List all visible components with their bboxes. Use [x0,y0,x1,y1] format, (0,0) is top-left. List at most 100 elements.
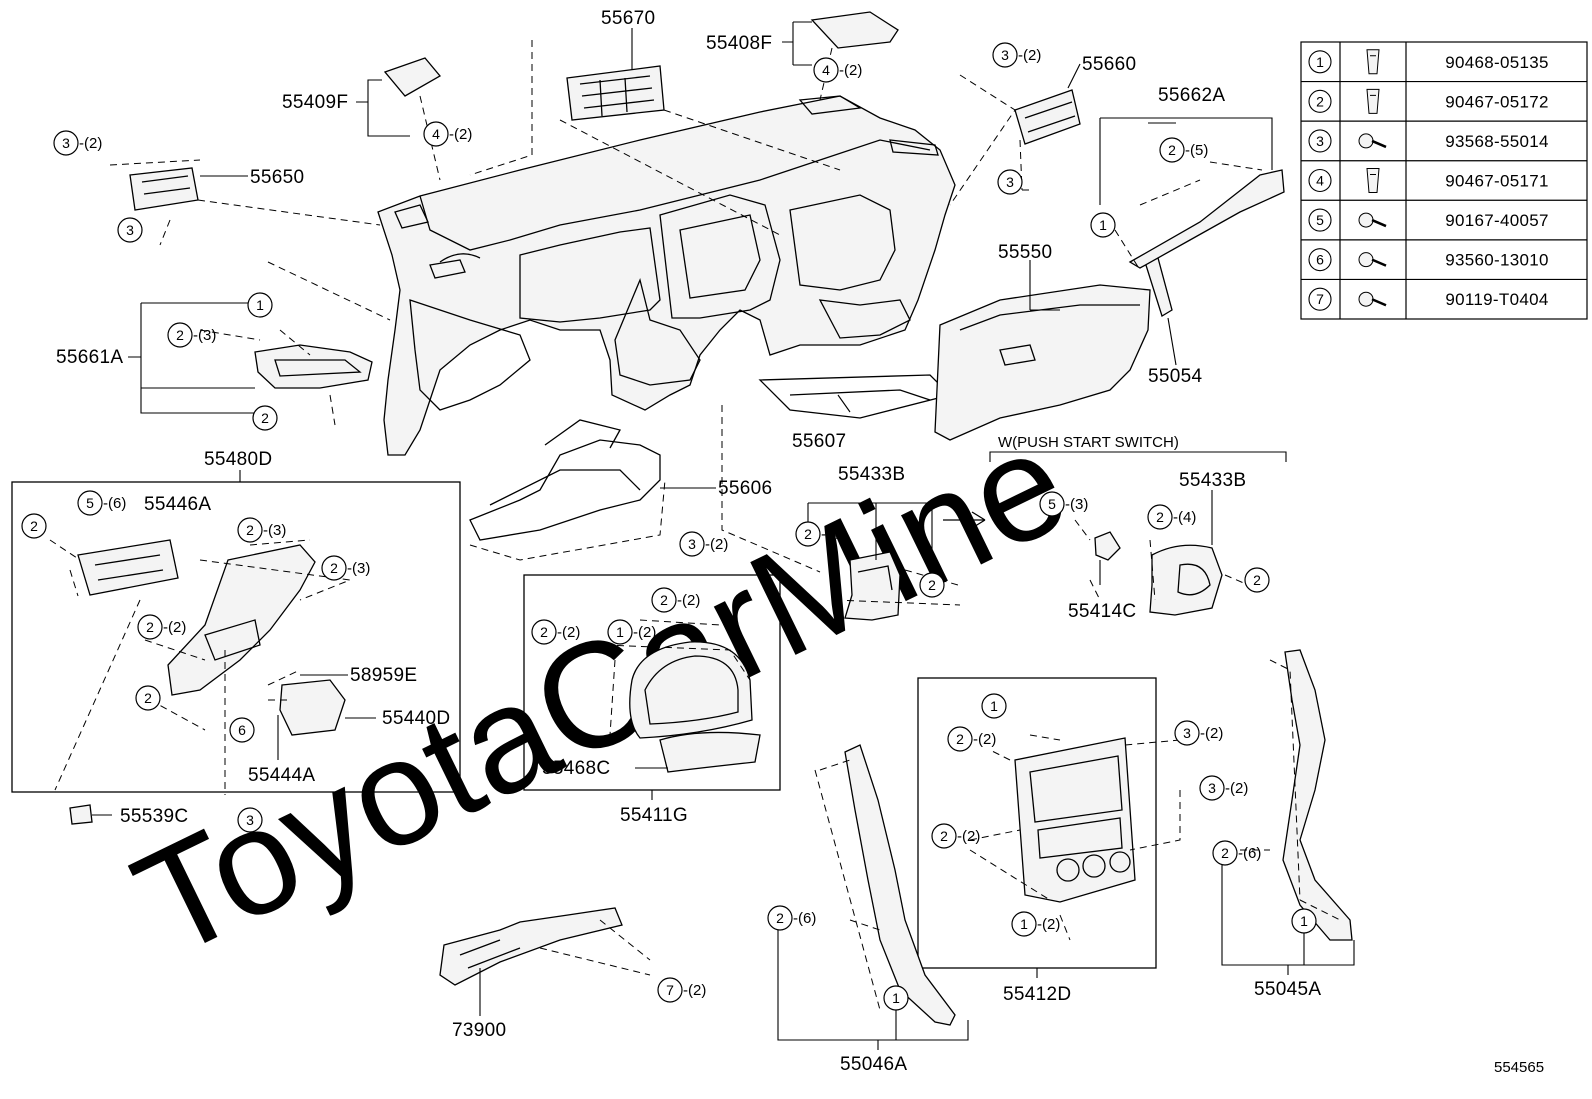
callout-circle [997,169,1023,195]
callout-circle [1011,911,1037,937]
label-55414C: 55414C [1068,601,1136,622]
callout-number: 2 [176,327,184,343]
callout-circle [1039,491,1065,517]
label-55607: 55607 [792,431,846,452]
label-55660: 55660 [1082,54,1136,75]
label-55433B-left: 55433B [838,464,905,485]
label-55444A: 55444A [248,765,315,786]
legend-number: 3 [1316,133,1324,149]
callout: 1-(2) [1011,911,1060,937]
callout: 1 [981,693,1007,719]
label-55408F: 55408F [706,33,772,54]
label-55662A: 55662A [1158,85,1225,106]
callout-circle [1174,720,1200,746]
label-55045A: 55045A [1254,979,1321,1000]
callout-number: 2 [540,624,548,640]
callout: 3 [237,807,263,833]
label-55650: 55650 [250,167,304,188]
legend-circle [1308,129,1332,153]
callout-circle [919,572,945,598]
callout: 2 [135,685,161,711]
callout-number: 2 [1221,845,1229,861]
legend-circle [1308,168,1332,193]
meter-hood-illustration [629,641,761,773]
callout: 3 [997,169,1023,195]
legend-number: 4 [1316,173,1324,189]
callout: 2-(2) [947,726,996,752]
label-55606: 55606 [718,478,772,499]
screw-icon [1358,252,1387,268]
callout: 4-(2) [813,57,862,83]
trim-55433B-left-illustration [844,511,986,621]
label-55046A: 55046A [840,1054,907,1075]
callout-circle [117,217,143,243]
label-55440D: 55440D [382,708,450,729]
callout-number: 3 [688,536,696,552]
callout: 1 [1291,908,1317,934]
callout-quantity: -(6) [1238,845,1261,862]
callout-circle [767,905,793,931]
callout: 2-(6) [767,905,816,931]
callout-circle [795,521,821,547]
callout-circle [167,322,193,348]
callout-quantity: -(2) [705,536,728,553]
callout-number: 3 [126,222,134,238]
callout-quantity: -(2) [677,592,700,609]
callout-number: 2 [146,619,154,635]
callout-number: 7 [666,982,674,998]
callout: 3-(2) [53,130,102,156]
legend-circle [1308,50,1332,74]
label-55446A: 55446A [144,494,211,515]
callout: 2 [252,405,278,431]
callout-quantity: -(6) [103,495,126,512]
vent-55650-illustration [129,167,199,211]
assembly-box-55480D [11,481,461,793]
callout-number: 3 [1208,780,1216,796]
callout-circle [423,121,449,147]
legend-circle [1308,208,1332,232]
legend-number: 2 [1316,93,1324,109]
callout-circle [77,490,103,516]
lower-panel-illustration [69,539,346,825]
callout-number: 2 [928,577,936,593]
instrument-panel-illustration [377,95,956,541]
callout-number: 2 [30,518,38,534]
callout-number: 2 [144,690,152,706]
callout: 4-(2) [423,121,472,147]
legend-part-number: 90119-T0404 [1445,290,1548,309]
callout: 3-(2) [1174,720,1223,746]
callout-circle [947,726,973,752]
callout-circle [135,685,161,711]
label-58959E: 58959E [350,665,417,686]
callout-quantity: -(2) [1037,916,1060,933]
callout-circle [21,513,47,539]
callout-circle [247,292,273,318]
callout-circle [657,977,683,1003]
callout: 6 [229,717,255,743]
callout-circle [1159,137,1185,163]
callout-quantity: -(3) [347,560,370,577]
callout-circle [883,985,909,1011]
callout-quantity: -(2) [1200,725,1223,742]
callout-circle [607,619,633,645]
callout: 5-(6) [77,490,126,516]
callout-number: 1 [990,698,998,714]
callout: 3 -(2) [679,531,728,557]
callout: 2-(3) [321,555,370,581]
trim-55045A-illustration [1282,649,1353,941]
callout-quantity: -(4) [821,526,844,543]
label-55468C: 55468C [542,758,610,779]
callout-number: 3 [246,812,254,828]
part-labels: 55670 55408F 55409F 55650 55660 55662A 5… [56,8,1544,1076]
callout: 2-(2) [931,823,980,849]
callout-number: 2 [1253,572,1261,588]
callout-quantity: -(2) [683,982,706,999]
legend-part-number: 90467-05172 [1445,92,1549,111]
callout-circle [321,555,347,581]
clip-icon [1366,49,1380,75]
callout-number: 1 [616,624,624,640]
callout: 1 [247,292,273,318]
assembly-lines [49,40,1341,1011]
trim-55433B-right-illustration [1094,531,1223,616]
